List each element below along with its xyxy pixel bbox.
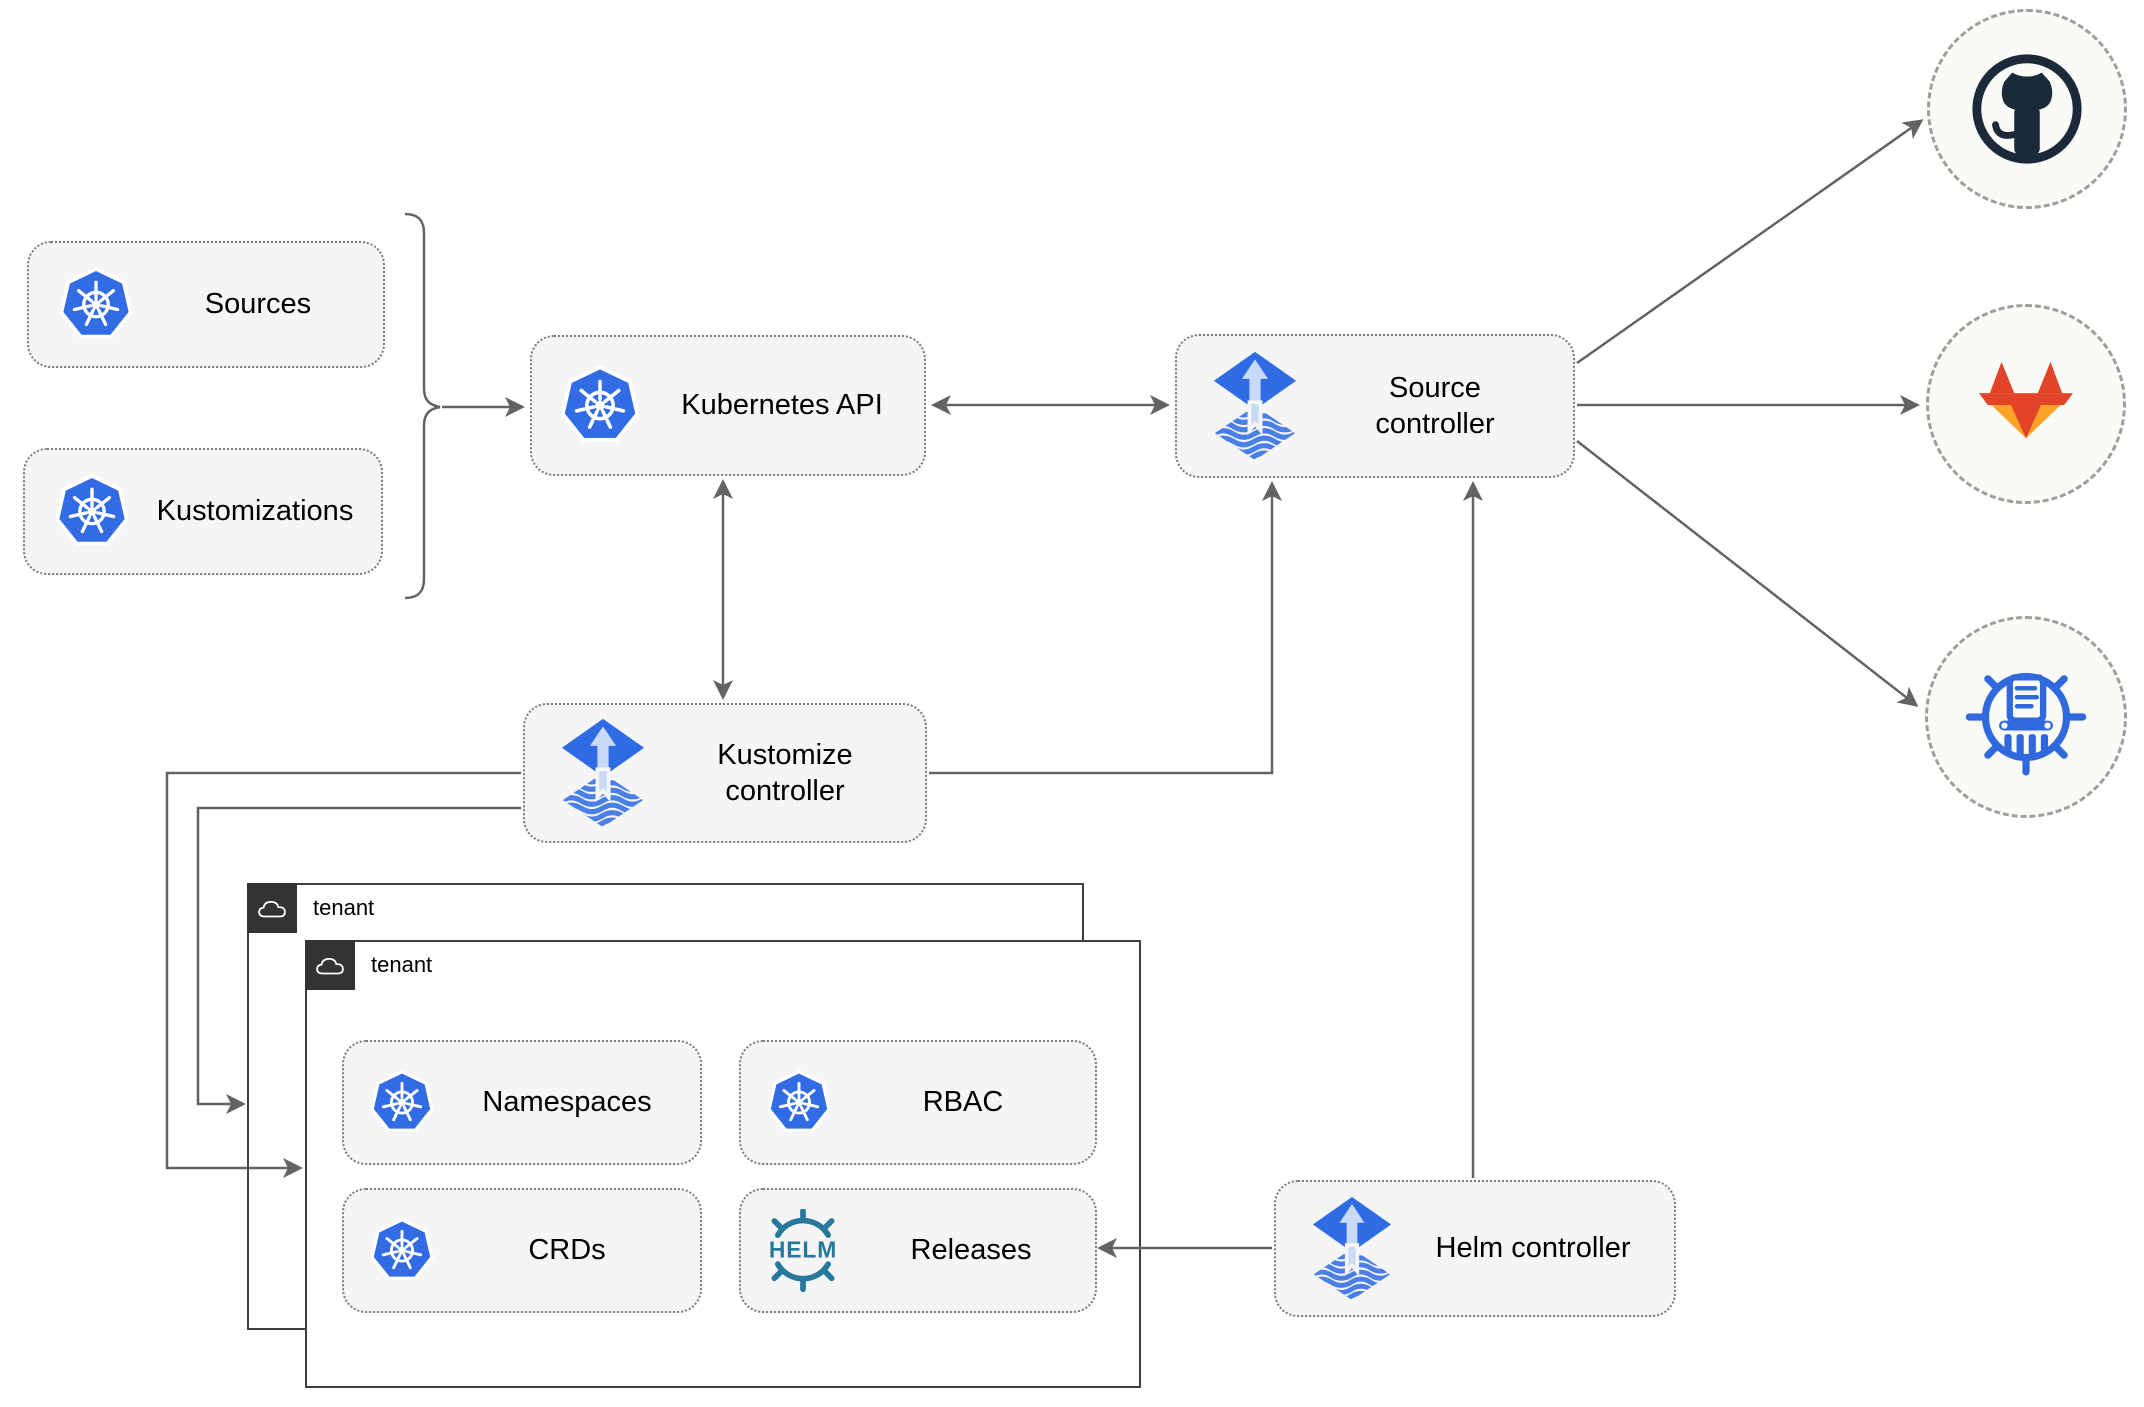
helm-icon: HELM <box>759 1209 847 1292</box>
node-namespaces: Namespaces <box>342 1040 702 1165</box>
cloud-icon <box>258 900 286 917</box>
kubernetes-icon <box>55 473 129 550</box>
node-label: Source controller <box>1375 371 1495 440</box>
node-label: Kubernetes API <box>681 389 883 422</box>
edge-source-controller-to-github <box>1576 119 1924 365</box>
node-source-controller: Source controller <box>1175 334 1575 478</box>
flux-icon <box>561 717 645 829</box>
helm-logo-text: HELM <box>769 1237 837 1263</box>
tenant-header <box>247 883 297 933</box>
tenant-label: tenant <box>371 952 433 977</box>
github-icon <box>1972 54 2082 164</box>
node-releases: HELM Releases <box>739 1188 1097 1313</box>
node-label: Helm controller <box>1435 1232 1631 1265</box>
node-kustomizations: Kustomizations <box>23 448 383 575</box>
tenant-box-inner: tenant Namespaces RBAC CRDs <box>305 940 1141 1388</box>
endpoint-github <box>1927 9 2127 209</box>
kubernetes-icon <box>370 1069 434 1136</box>
gitlab-icon <box>1979 361 2073 439</box>
kubernetes-icon <box>767 1069 831 1136</box>
tenant-header <box>305 940 355 990</box>
brace-sources-kustomizations <box>404 212 441 600</box>
cloud-icon <box>316 957 344 974</box>
kubernetes-icon <box>370 1217 434 1284</box>
kubernetes-icon <box>560 364 640 447</box>
edge-source-controller-to-chartmuseum <box>1576 440 1919 707</box>
node-label: Sources <box>204 288 312 321</box>
node-kubernetes-api: Kubernetes API <box>530 335 926 476</box>
node-rbac: RBAC <box>739 1040 1097 1165</box>
node-sources: Sources <box>27 241 385 368</box>
kubernetes-icon <box>59 266 133 343</box>
node-kustomize-controller: Kustomize controller <box>523 703 927 843</box>
endpoint-gitlab <box>1926 304 2126 504</box>
node-label: Kustomizations <box>156 495 354 528</box>
node-crds: CRDs <box>342 1188 702 1313</box>
edge-kustomize-controller-to-source-controller <box>929 481 1282 775</box>
flux-icon <box>1213 350 1297 462</box>
endpoint-chartmuseum <box>1925 616 2127 818</box>
node-label: Namespaces <box>482 1086 652 1119</box>
node-label: Releases <box>910 1234 1032 1267</box>
node-label: CRDs <box>528 1234 606 1267</box>
node-label: Kustomize controller <box>717 738 853 807</box>
node-helm-controller: Helm controller <box>1274 1180 1676 1317</box>
flux-icon <box>1312 1195 1392 1302</box>
tenant-label: tenant <box>313 895 375 920</box>
node-label: RBAC <box>922 1086 1004 1119</box>
chartmuseum-icon <box>1965 672 2087 776</box>
